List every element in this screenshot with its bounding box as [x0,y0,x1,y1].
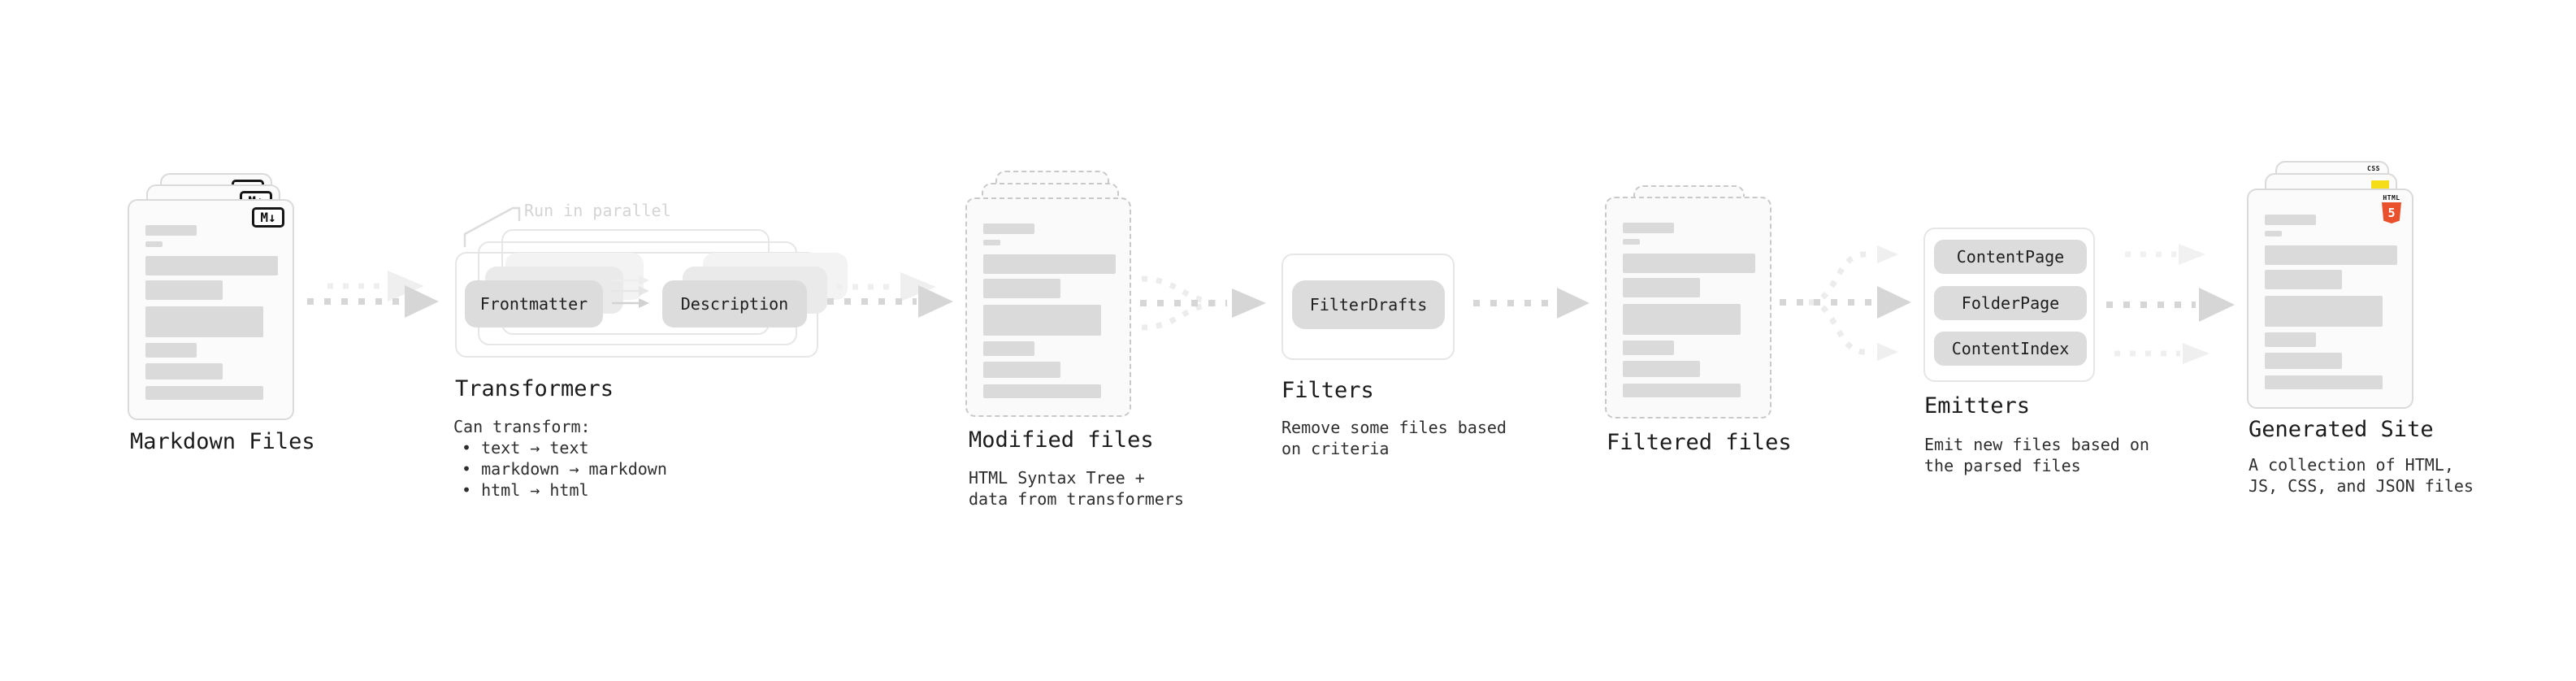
skeleton-bar [1623,304,1741,335]
transformer-pill-description: Description [662,280,807,327]
desc-line: Can transform: [453,417,591,436]
skeleton-bar [2265,245,2397,265]
desc-line: • text → text [462,438,589,458]
skeleton-bar [983,384,1101,398]
transformers-description: Can transform: • text → text • markdown … [453,416,667,501]
skeleton-bar [145,256,278,275]
desc-line: JS, CSS, and JSON files [2249,476,2474,496]
emitters-description: Emit new files based on the parsed files [1924,434,2149,476]
stage-label-modified: Modified files [969,427,1154,453]
skeleton-bar [145,306,263,337]
stage-label-generated: Generated Site [2249,417,2434,442]
doc-card-front: M↓ [128,199,294,420]
markdown-icon: M↓ [252,207,284,228]
emitter-pill-folderpage: FolderPage [1934,286,2087,320]
skeleton-bar [2265,353,2342,369]
skeleton-bar [145,363,223,380]
html5-icon-word: HTML [2383,194,2400,202]
doc-card-front [1605,197,1772,419]
skeleton-bar [983,362,1060,378]
run-in-parallel-note: Run in parallel [524,201,671,220]
desc-line: Remove some files based [1281,418,1507,437]
modified-description: HTML Syntax Tree + data from transformer… [969,467,1184,510]
emitter-pill-contentindex: ContentIndex [1934,332,2087,366]
skeleton-bar [145,225,197,236]
desc-line: on criteria [1281,439,1390,458]
desc-line: data from transformers [969,489,1184,509]
stage-label-emitters: Emitters [1924,393,2031,419]
skeleton-bar [983,254,1116,274]
stage-label-filters: Filters [1281,378,1374,403]
skeleton-bar [2265,296,2383,327]
skeleton-bar [145,241,163,247]
skeleton-bar [2265,375,2383,389]
transformer-pill-frontmatter: Frontmatter [465,280,603,327]
stage-label-transformers: Transformers [455,376,614,401]
skeleton-bar [1623,340,1674,355]
skeleton-bar [2265,231,2282,236]
desc-line: Emit new files based on [1924,435,2149,454]
skeleton-bar [1623,254,1755,273]
html5-icon: HTML 5 [2381,194,2402,223]
desc-line: • html → html [462,480,589,500]
css-icon-label: CSS [2367,165,2380,172]
skeleton-bar [145,343,197,358]
doc-card-front: HTML 5 [2247,189,2413,409]
skeleton-bar [1623,223,1674,233]
desc-line: HTML Syntax Tree + [969,468,1145,488]
desc-line: the parsed files [1924,456,2081,475]
desc-line: A collection of HTML, [2249,455,2454,475]
html5-icon-shield: 5 [2382,202,2401,223]
skeleton-bar [2265,215,2316,225]
skeleton-bar [145,280,223,300]
skeleton-bar [1623,278,1700,297]
skeleton-bar [2265,332,2316,347]
skeleton-bar [983,223,1034,234]
skeleton-bar [2265,270,2342,289]
filter-pill-filterdrafts: FilterDrafts [1292,280,1445,329]
skeleton-bar [983,279,1060,298]
stage-label-markdown: Markdown Files [130,429,315,454]
desc-line: • markdown → markdown [462,459,667,479]
generated-description: A collection of HTML, JS, CSS, and JSON … [2249,454,2474,497]
stage-label-filtered: Filtered files [1607,430,1792,455]
skeleton-bar [983,341,1034,356]
skeleton-bar [1623,384,1741,397]
skeleton-bar [145,386,263,400]
doc-card-front [965,197,1131,417]
skeleton-bar [983,305,1101,336]
skeleton-bar [983,240,1000,245]
skeleton-bar [1623,239,1640,245]
emitter-pill-contentpage: ContentPage [1934,240,2087,274]
skeleton-bar [1623,361,1700,377]
filters-description: Remove some files based on criteria [1281,417,1507,459]
